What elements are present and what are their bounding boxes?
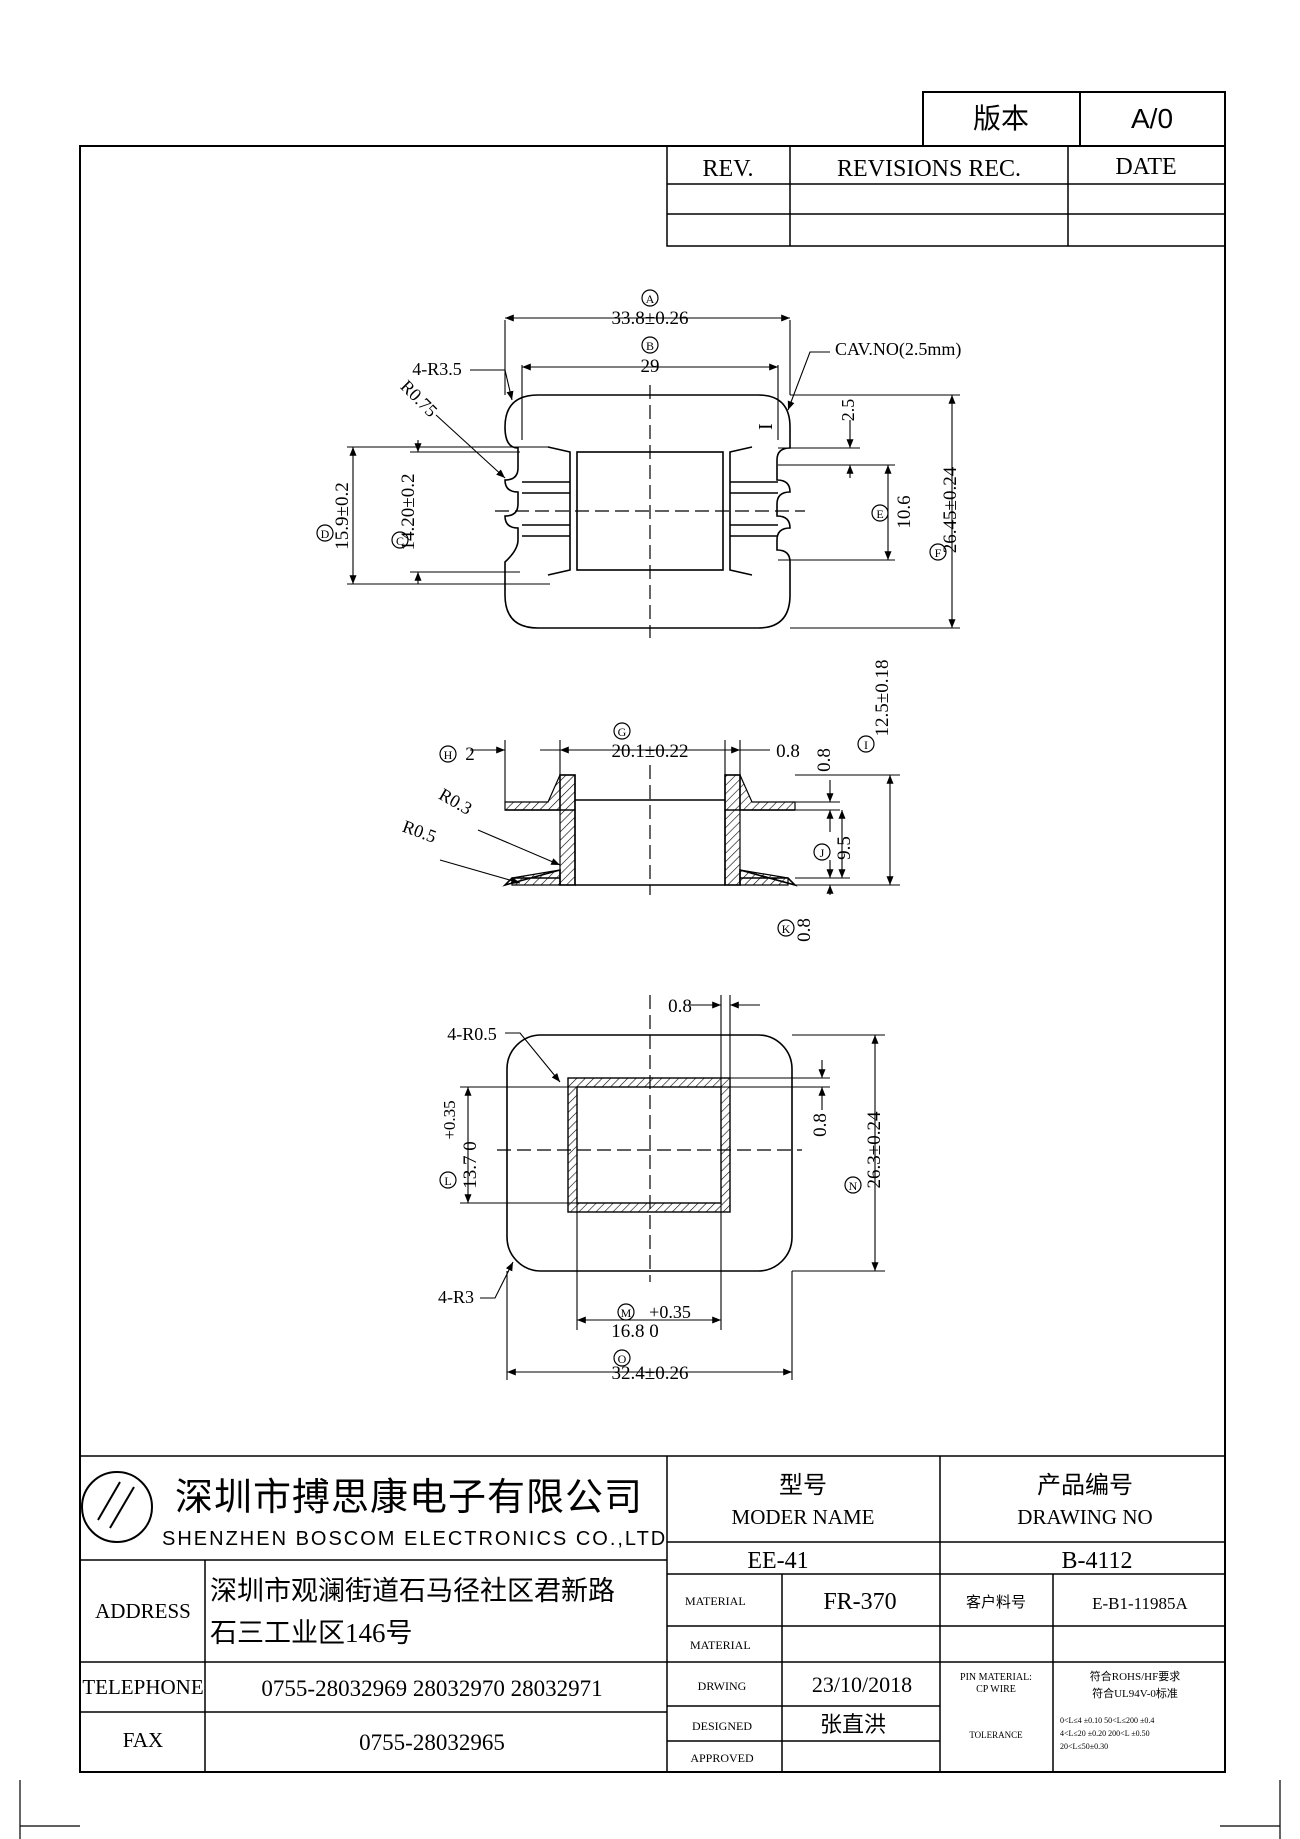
dim-0-8-right: 0.8 <box>810 1113 831 1137</box>
label-D: D <box>321 527 330 541</box>
pin-material-label: PIN MATERIAL: <box>960 1672 1032 1683</box>
dim-F: 26.45±0.24 <box>940 466 961 553</box>
label-I: I <box>864 738 868 752</box>
dim-H: 2 <box>465 744 475 765</box>
label-C: C <box>396 534 404 548</box>
label-G: G <box>618 725 627 739</box>
material2-label: MATERIAL <box>690 1638 751 1652</box>
version-label: 版本 <box>973 103 1029 135</box>
bottom-view: 0.8 4-R0.5 L +0.35 13.7 0 0.8 N 26.3±0.2… <box>438 995 885 1384</box>
address-label: ADDRESS <box>95 1599 191 1623</box>
version-value: A/0 <box>1131 103 1173 134</box>
label-L: L <box>444 1174 451 1188</box>
dim-0-8-top: 0.8 <box>668 996 692 1017</box>
dim-E: 10.6 <box>894 495 915 528</box>
dim-0-8-b: 0.8 <box>814 748 835 772</box>
label-M: M <box>621 1306 632 1320</box>
address-line-2: 石三工业区146号 <box>210 1618 413 1648</box>
dim-J: 9.5 <box>834 836 855 860</box>
label-E: E <box>876 507 883 521</box>
drwing-label: DRWING <box>698 1679 747 1693</box>
customer-value: E-B1-11985A <box>1092 1594 1188 1613</box>
cav-label: CAV.NO(2.5mm) <box>835 339 961 360</box>
label-K: K <box>782 922 791 936</box>
revisions-rec-header: REVISIONS REC. <box>837 156 1021 182</box>
dim-0-8-a: 0.8 <box>776 741 800 762</box>
tolerance-line-3: 20<L≤50±0.30 <box>1060 1742 1108 1751</box>
label-H: H <box>444 748 453 762</box>
label-J: J <box>820 846 825 860</box>
drawing-label-en: DRAWING NO <box>1017 1505 1152 1529</box>
tolerance-line-2: 4<L≤20 ±0.20 200<L ±0.50 <box>1060 1729 1150 1738</box>
corner-radius-r3: 4-R3 <box>438 1287 474 1307</box>
company-logo <box>81 1471 153 1543</box>
company-name-cn: 深圳市搏思康电子有限公司 <box>175 1477 643 1519</box>
dim-M: 16.8 0 <box>611 1321 659 1342</box>
dim-A: 33.8±0.26 <box>612 308 689 329</box>
label-O: O <box>618 1352 627 1366</box>
top-view-outline <box>504 394 791 629</box>
cp-wire-label: CP WIRE <box>976 1684 1016 1695</box>
label-N: N <box>849 1179 858 1193</box>
fax-label: FAX <box>123 1728 163 1752</box>
sheet-border <box>79 145 1226 1773</box>
label-F: F <box>935 546 942 560</box>
telephone-value: 0755-28032969 28032970 28032971 <box>261 1676 602 1701</box>
tolerance-line-1: 0<L≤4 ±0.10 50<L≤200 ±0.4 <box>1060 1716 1154 1725</box>
material-label: MATERIAL <box>685 1594 746 1608</box>
rev-header: REV. <box>703 156 754 182</box>
approved-label: APPROVED <box>690 1751 754 1765</box>
tolerance-label: TOLERANCE <box>969 1730 1023 1740</box>
title-block <box>80 1455 1225 1772</box>
dim-D: 15.9±0.2 <box>332 482 353 549</box>
pin-value-2: 符合UL94V-0标准 <box>1092 1686 1178 1700</box>
radius-r0-3: R0.3 <box>436 784 476 819</box>
dim-B: 29 <box>641 356 660 377</box>
label-B: B <box>646 339 654 353</box>
designed-label: DESIGNED <box>692 1719 752 1733</box>
drawing-label-cn: 产品编号 <box>1037 1472 1133 1499</box>
top-view: A 33.8±0.26 B 29 4-R3.5 R0.75 CAV.NO(2.5… <box>316 289 961 638</box>
dim-2-5: 2.5 <box>838 399 858 422</box>
dim-I: 12.5±0.18 <box>872 660 893 737</box>
crop-marks <box>19 1780 1281 1839</box>
version-box: 版本 A/0 <box>922 91 1226 147</box>
dim-K: 0.8 <box>794 918 815 942</box>
model-label-cn: 型号 <box>779 1472 827 1499</box>
dim-C: 14.20±0.2 <box>398 474 419 551</box>
material-value: FR-370 <box>823 1589 896 1615</box>
tol-M: +0.35 <box>649 1302 691 1322</box>
slot-radius-label: R0.75 <box>397 376 442 421</box>
label-A: A <box>646 292 655 306</box>
side-view: G 20.1±0.22 H 2 0.8 0.8 I 12.5±0.18 R0.3… <box>400 660 900 942</box>
customer-label: 客户料号 <box>966 1594 1026 1611</box>
tol-L: +0.35 <box>440 1100 459 1139</box>
dim-O: 32.4±0.26 <box>612 1363 689 1384</box>
dim-G: 20.1±0.22 <box>612 741 689 762</box>
drwing-value: 23/10/2018 <box>812 1672 912 1697</box>
telephone-label: TELEPHONE <box>82 1675 203 1699</box>
date-header: DATE <box>1115 154 1176 180</box>
model-label-en: MODER NAME <box>732 1505 875 1529</box>
designed-value: 张直洪 <box>820 1712 886 1737</box>
cav-mark: I <box>755 423 777 430</box>
drawing-value: B-4112 <box>1061 1548 1132 1574</box>
dim-N: 26.3±0.24 <box>864 1111 885 1188</box>
radius-r0-5: R0.5 <box>400 816 439 847</box>
corner-radius-r0-5: 4-R0.5 <box>447 1024 497 1044</box>
pin-value-1: 符合ROHS/HF要求 <box>1090 1669 1180 1683</box>
dim-L: 13.7 0 <box>460 1141 481 1189</box>
address-line-1: 深圳市观澜街道石马径社区君新路 <box>210 1576 615 1606</box>
company-name-en: SHENZHEN BOSCOM ELECTRONICS CO.,LTD <box>162 1528 667 1550</box>
fax-value: 0755-28032965 <box>359 1730 505 1755</box>
model-value: EE-41 <box>747 1548 808 1574</box>
corner-radius-label: 4-R3.5 <box>412 359 462 379</box>
revision-table <box>666 145 1226 247</box>
